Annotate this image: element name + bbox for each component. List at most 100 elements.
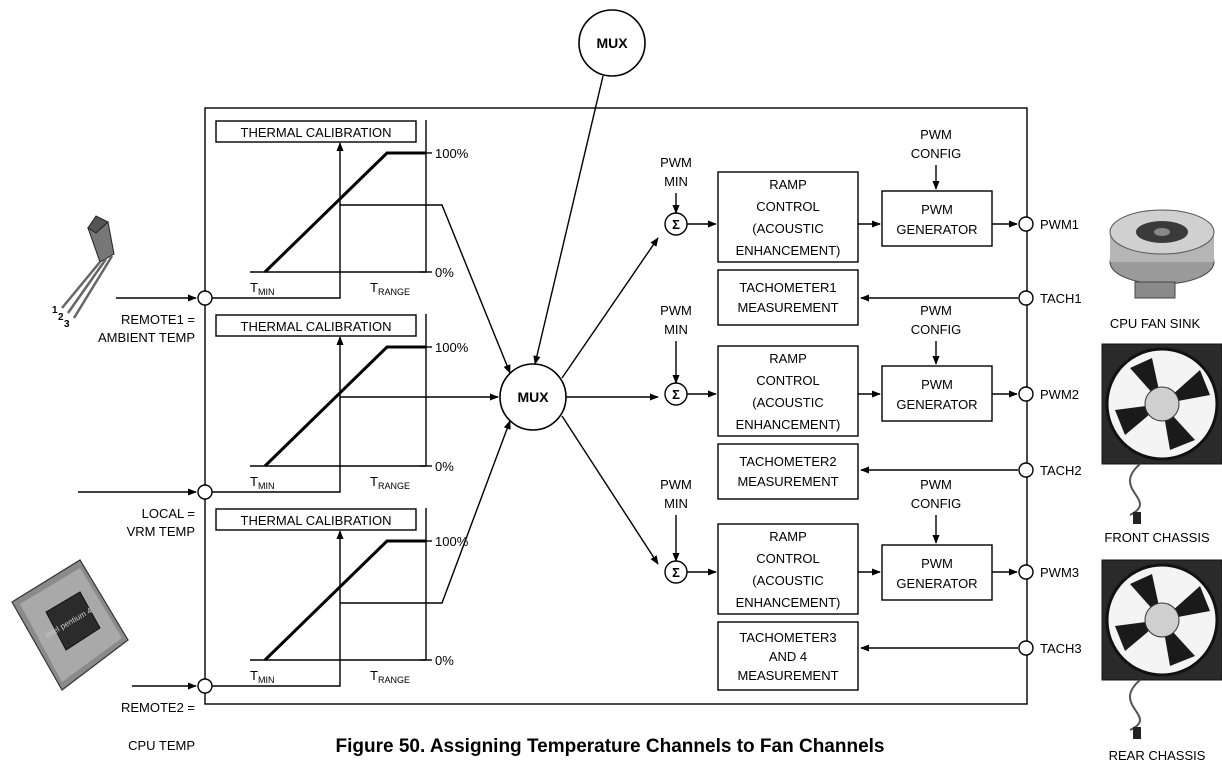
remote2-desc: CPU TEMP: [128, 738, 195, 753]
svg-text:PWM: PWM: [920, 127, 952, 142]
chip-boundary: [204, 107, 1028, 705]
svg-text:PWM: PWM: [921, 202, 953, 217]
svg-text:Σ: Σ: [672, 217, 680, 232]
ramp-control-3: [717, 523, 859, 615]
svg-text:PWM: PWM: [660, 303, 692, 318]
ramp-control-1: [717, 171, 859, 263]
svg-text:TMIN: TMIN: [250, 668, 274, 685]
svg-text:MEASUREMENT: MEASUREMENT: [737, 474, 838, 489]
svg-text:0%: 0%: [435, 653, 454, 668]
svg-text:PWM: PWM: [921, 556, 953, 571]
mux-to-channel3: [561, 415, 659, 565]
local-label: LOCAL =: [142, 506, 195, 521]
svg-text:PWM: PWM: [660, 477, 692, 492]
svg-text:THERMAL CALIBRATION: THERMAL CALIBRATION: [241, 319, 392, 334]
ramp-control-2: [717, 345, 859, 437]
svg-text:100%: 100%: [435, 340, 469, 355]
svg-text:Σ: Σ: [672, 387, 680, 402]
svg-text:0%: 0%: [435, 265, 454, 280]
remote2-label: REMOTE2 =: [121, 700, 195, 715]
remote1-desc: AMBIENT TEMP: [98, 330, 195, 345]
cpu-fan-sink-icon: [1109, 209, 1215, 299]
thermal-calibration-3: THERMAL CALIBRATION 100% 0% TMIN TRANGE: [205, 420, 511, 687]
svg-text:CONTROL: CONTROL: [756, 199, 820, 214]
svg-text:TRANGE: TRANGE: [370, 280, 410, 297]
svg-text:(ACOUSTIC: (ACOUSTIC: [752, 395, 824, 410]
thermal-calibration-2: THERMAL CALIBRATION 100% 0% TMIN TRANGE: [205, 314, 499, 493]
svg-text:MUX: MUX: [517, 389, 549, 405]
svg-text:TACHOMETER3: TACHOMETER3: [739, 630, 836, 645]
tachometer-2: [717, 443, 859, 500]
rear-chassis-fan-icon: [1101, 559, 1222, 739]
mux-external: MUX: [578, 9, 646, 77]
remote2-pin: [197, 678, 213, 694]
svg-text:PWM: PWM: [660, 155, 692, 170]
svg-text:TMIN: TMIN: [250, 474, 274, 491]
svg-text:TRANGE: TRANGE: [370, 474, 410, 491]
svg-text:RAMP: RAMP: [769, 529, 807, 544]
svg-text:PWM1: PWM1: [1040, 217, 1079, 232]
pwm-generator-3: [881, 544, 993, 601]
svg-text:MEASUREMENT: MEASUREMENT: [737, 668, 838, 683]
svg-text:CONTROL: CONTROL: [756, 373, 820, 388]
svg-text:AND 4: AND 4: [769, 649, 807, 664]
svg-text:TACHOMETER2: TACHOMETER2: [739, 454, 836, 469]
thermal-calibration-1: THERMAL CALIBRATION 100% 0% TMIN TRANGE: [205, 120, 511, 374]
svg-text:100%: 100%: [435, 146, 469, 161]
cpu-chip-icon: intel pentium 4: [11, 559, 129, 691]
svg-text:MIN: MIN: [664, 322, 688, 337]
tachometer-1: [717, 269, 859, 326]
svg-text:TACHOMETER1: TACHOMETER1: [739, 280, 836, 295]
svg-text:0%: 0%: [435, 459, 454, 474]
svg-text:RAMP: RAMP: [769, 351, 807, 366]
svg-text:THERMAL CALIBRATION: THERMAL CALIBRATION: [241, 125, 392, 140]
svg-text:THERMAL CALIBRATION: THERMAL CALIBRATION: [241, 513, 392, 528]
figure-caption: Figure 50. Assigning Temperature Channel…: [336, 736, 885, 757]
svg-text:3: 3: [64, 319, 70, 330]
svg-text:Σ: Σ: [672, 565, 680, 580]
svg-text:PWM: PWM: [920, 477, 952, 492]
svg-text:RAMP: RAMP: [769, 177, 807, 192]
output-pins: PWM1 TACH1 PWM2 TACH2 PWM3 TACH3: [1018, 216, 1082, 656]
svg-text:100%: 100%: [435, 534, 469, 549]
remote1-pin: [197, 290, 213, 306]
svg-text:PWM: PWM: [920, 303, 952, 318]
pwm-generator-1: [881, 190, 993, 247]
svg-text:1: 1: [52, 305, 58, 316]
svg-text:TACH2: TACH2: [1040, 463, 1082, 478]
svg-text:PWM2: PWM2: [1040, 387, 1079, 402]
svg-text:PWM: PWM: [921, 377, 953, 392]
svg-text:TRANGE: TRANGE: [370, 668, 410, 685]
svg-text:TMIN: TMIN: [250, 280, 274, 297]
svg-text:CONFIG: CONFIG: [911, 496, 962, 511]
svg-text:PWM3: PWM3: [1040, 565, 1079, 580]
mux-to-channel1: [561, 237, 659, 379]
svg-text:GENERATOR: GENERATOR: [896, 397, 977, 412]
remote1-label: REMOTE1 =: [121, 312, 195, 327]
svg-text:(ACOUSTIC: (ACOUSTIC: [752, 573, 824, 588]
temperature-sensor-icon: 1 2 3: [52, 215, 115, 330]
svg-text:MEASUREMENT: MEASUREMENT: [737, 300, 838, 315]
svg-text:MUX: MUX: [596, 35, 628, 51]
local-desc: VRM TEMP: [127, 524, 195, 539]
svg-text:CONTROL: CONTROL: [756, 551, 820, 566]
svg-text:ENHANCEMENT): ENHANCEMENT): [736, 417, 841, 432]
svg-text:CONFIG: CONFIG: [911, 322, 962, 337]
fan2-label: FRONT CHASSIS: [1104, 530, 1210, 545]
fan1-label: CPU FAN SINK: [1110, 316, 1201, 331]
svg-text:GENERATOR: GENERATOR: [896, 222, 977, 237]
svg-text:MIN: MIN: [664, 174, 688, 189]
local-pin: [197, 484, 213, 500]
mux-central: MUX: [499, 363, 567, 431]
fan-channel-1: PWM MIN Σ RAMP CONTROL (ACOUSTIC ENHANCE…: [660, 127, 1018, 326]
svg-text:ENHANCEMENT): ENHANCEMENT): [736, 595, 841, 610]
svg-text:CONFIG: CONFIG: [911, 146, 962, 161]
fan-channel-2: PWM MIN Σ RAMP CONTROL (ACOUSTIC ENHANCE…: [660, 303, 1018, 500]
mux-select-arrow: [533, 75, 604, 365]
fan3-label: REAR CHASSIS: [1109, 748, 1206, 763]
front-chassis-fan-icon: [1101, 343, 1222, 524]
tachometer-3: [717, 621, 859, 691]
svg-text:(ACOUSTIC: (ACOUSTIC: [752, 221, 824, 236]
svg-text:TACH1: TACH1: [1040, 291, 1082, 306]
